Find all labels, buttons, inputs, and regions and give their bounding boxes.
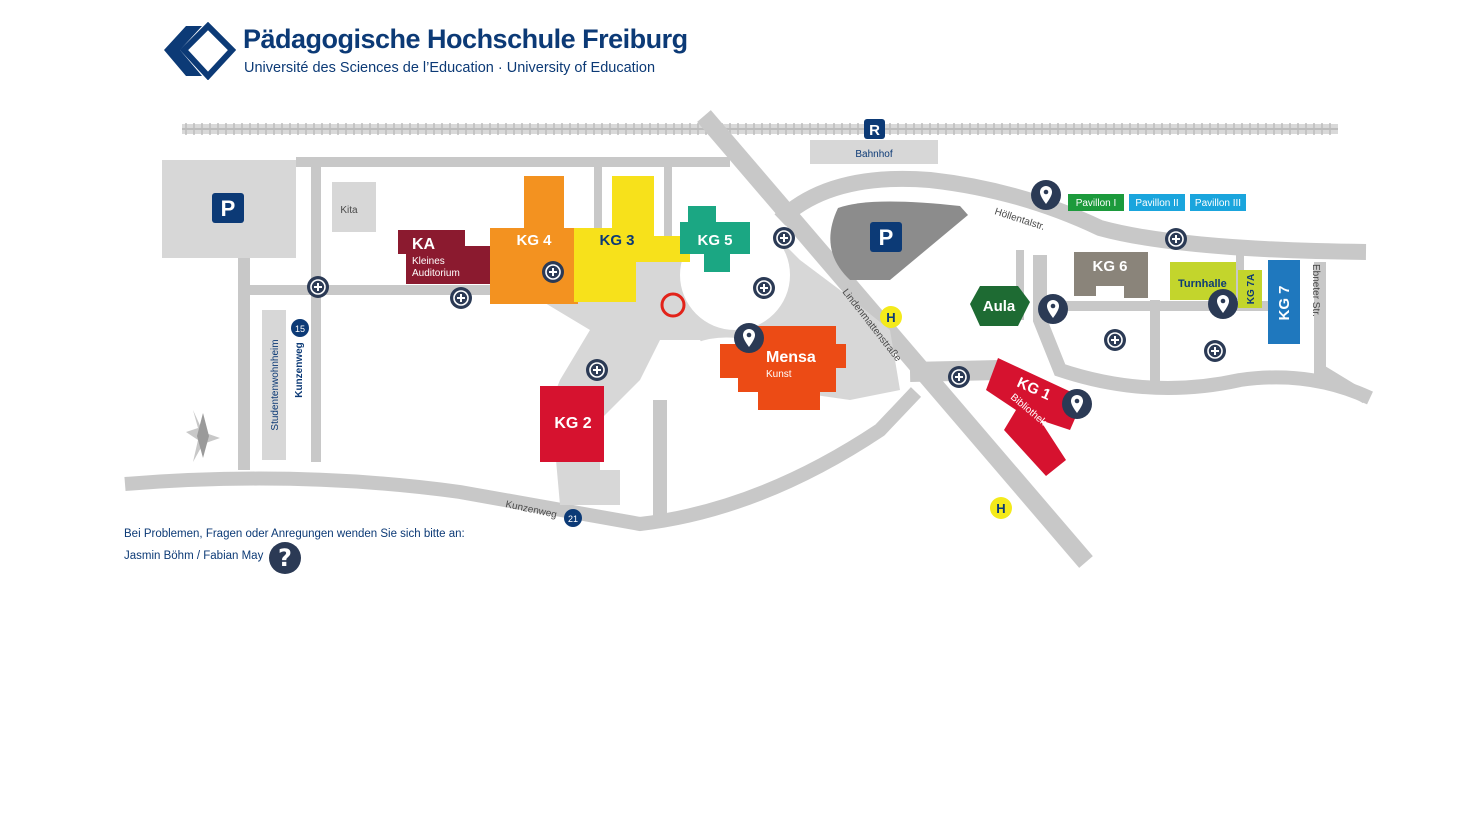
pavillon-iii-box (1190, 194, 1246, 211)
studentenwohnheim-label: Studentenwohnheim (270, 339, 281, 430)
help-icon[interactable]: ? (269, 542, 301, 574)
building-kg6-label: KG 6 (1092, 258, 1127, 275)
railway-station-letter: R (869, 122, 880, 139)
bus-stop-letter-north: H (886, 310, 895, 325)
station-building (810, 140, 938, 164)
studentenwohnheim-building (262, 310, 286, 460)
building-kg7a-label: KG 7A (1246, 274, 1257, 305)
contact-names: Jasmin Böhm / Fabian May (124, 550, 264, 562)
building-kg5-label: KG 5 (697, 232, 732, 249)
railway-track (182, 123, 1338, 135)
first-aid-icon[interactable] (1204, 340, 1226, 362)
station-label: Bahnhof (855, 149, 892, 160)
building-ka-label: KA (412, 236, 436, 253)
kita-building (332, 182, 376, 232)
building-mensa-label: Mensa (766, 349, 816, 366)
first-aid-icon[interactable] (773, 227, 795, 249)
parking-icon-east[interactable] (870, 222, 902, 252)
building-kg2 (540, 386, 604, 462)
building-kg7a (1238, 270, 1262, 308)
first-aid-icon[interactable] (450, 287, 472, 309)
university-subtitle: Université des Sciences de l’Education ·… (244, 60, 656, 76)
first-aid-icon[interactable] (1104, 329, 1126, 351)
parking-icon-west-letter: P (221, 196, 236, 221)
location-pin-icon[interactable] (1038, 294, 1068, 324)
bus-stop-icon-south (990, 497, 1012, 519)
street-kunzenweg-side: Kunzenweg (294, 342, 305, 398)
university-name: Pädagogische Hochschule Freiburg (243, 24, 688, 54)
street-ebneter-str: Ebneter Str. (1310, 264, 1321, 317)
first-aid-icon[interactable] (753, 277, 775, 299)
location-pin-icon[interactable] (1031, 180, 1061, 210)
pavillon-ii-label: Pavillon II (1135, 198, 1178, 209)
building-kg1 (986, 358, 1084, 476)
first-aid-icon[interactable] (307, 276, 329, 298)
road-network (124, 110, 1373, 568)
first-aid-icon[interactable] (542, 261, 564, 283)
parking-icon-east-letter: P (879, 225, 894, 250)
building-ka (398, 230, 492, 284)
assembly-point-icon (660, 292, 686, 318)
parking-icon-west[interactable] (212, 193, 244, 223)
location-pin-icon[interactable] (734, 323, 764, 353)
building-kg7 (1268, 260, 1300, 344)
contact-text: Bei Problemen, Fragen oder Anregungen we… (124, 528, 465, 540)
pavillon-i-label: Pavillon I (1076, 198, 1117, 209)
house-number-15 (291, 319, 309, 337)
building-ka-sub1: Kleines (412, 256, 445, 267)
building-aula-label: Aula (983, 298, 1016, 315)
kita-label: Kita (340, 205, 358, 216)
building-aula (970, 286, 1030, 326)
bus-stop-icon-north (880, 306, 902, 328)
house-number-21-label: 21 (568, 514, 578, 524)
university-logo (164, 22, 236, 80)
location-pin-icon[interactable] (1208, 289, 1238, 319)
building-kg4 (490, 176, 600, 304)
building-ka-sub2: Auditorium (412, 268, 460, 279)
first-aid-icon[interactable] (1165, 228, 1187, 250)
bus-stop-letter-south: H (996, 501, 1005, 516)
pavillon-iii-label: Pavillon III (1195, 198, 1241, 209)
building-turnhalle-label: Turnhalle (1178, 278, 1227, 290)
building-kg5 (680, 206, 750, 272)
railway-station-icon (864, 119, 885, 139)
building-kg3-label: KG 3 (599, 232, 634, 249)
building-kg7-label: KG 7 (1276, 285, 1293, 320)
building-kg2-label: KG 2 (554, 415, 591, 432)
house-number-15-label: 15 (295, 324, 305, 334)
first-aid-icon[interactable] (586, 359, 608, 381)
building-kg3 (574, 176, 690, 302)
house-number-21 (564, 509, 582, 527)
pavillon-i-box (1068, 194, 1124, 211)
location-pin-icon[interactable] (1062, 389, 1092, 419)
pavillon-ii-box (1129, 194, 1185, 211)
compass-icon (186, 410, 220, 462)
building-kg4-label: KG 4 (516, 232, 552, 249)
first-aid-icon[interactable] (948, 366, 970, 388)
building-mensa-sub: Kunst (766, 369, 792, 380)
building-kg6 (1074, 252, 1148, 298)
